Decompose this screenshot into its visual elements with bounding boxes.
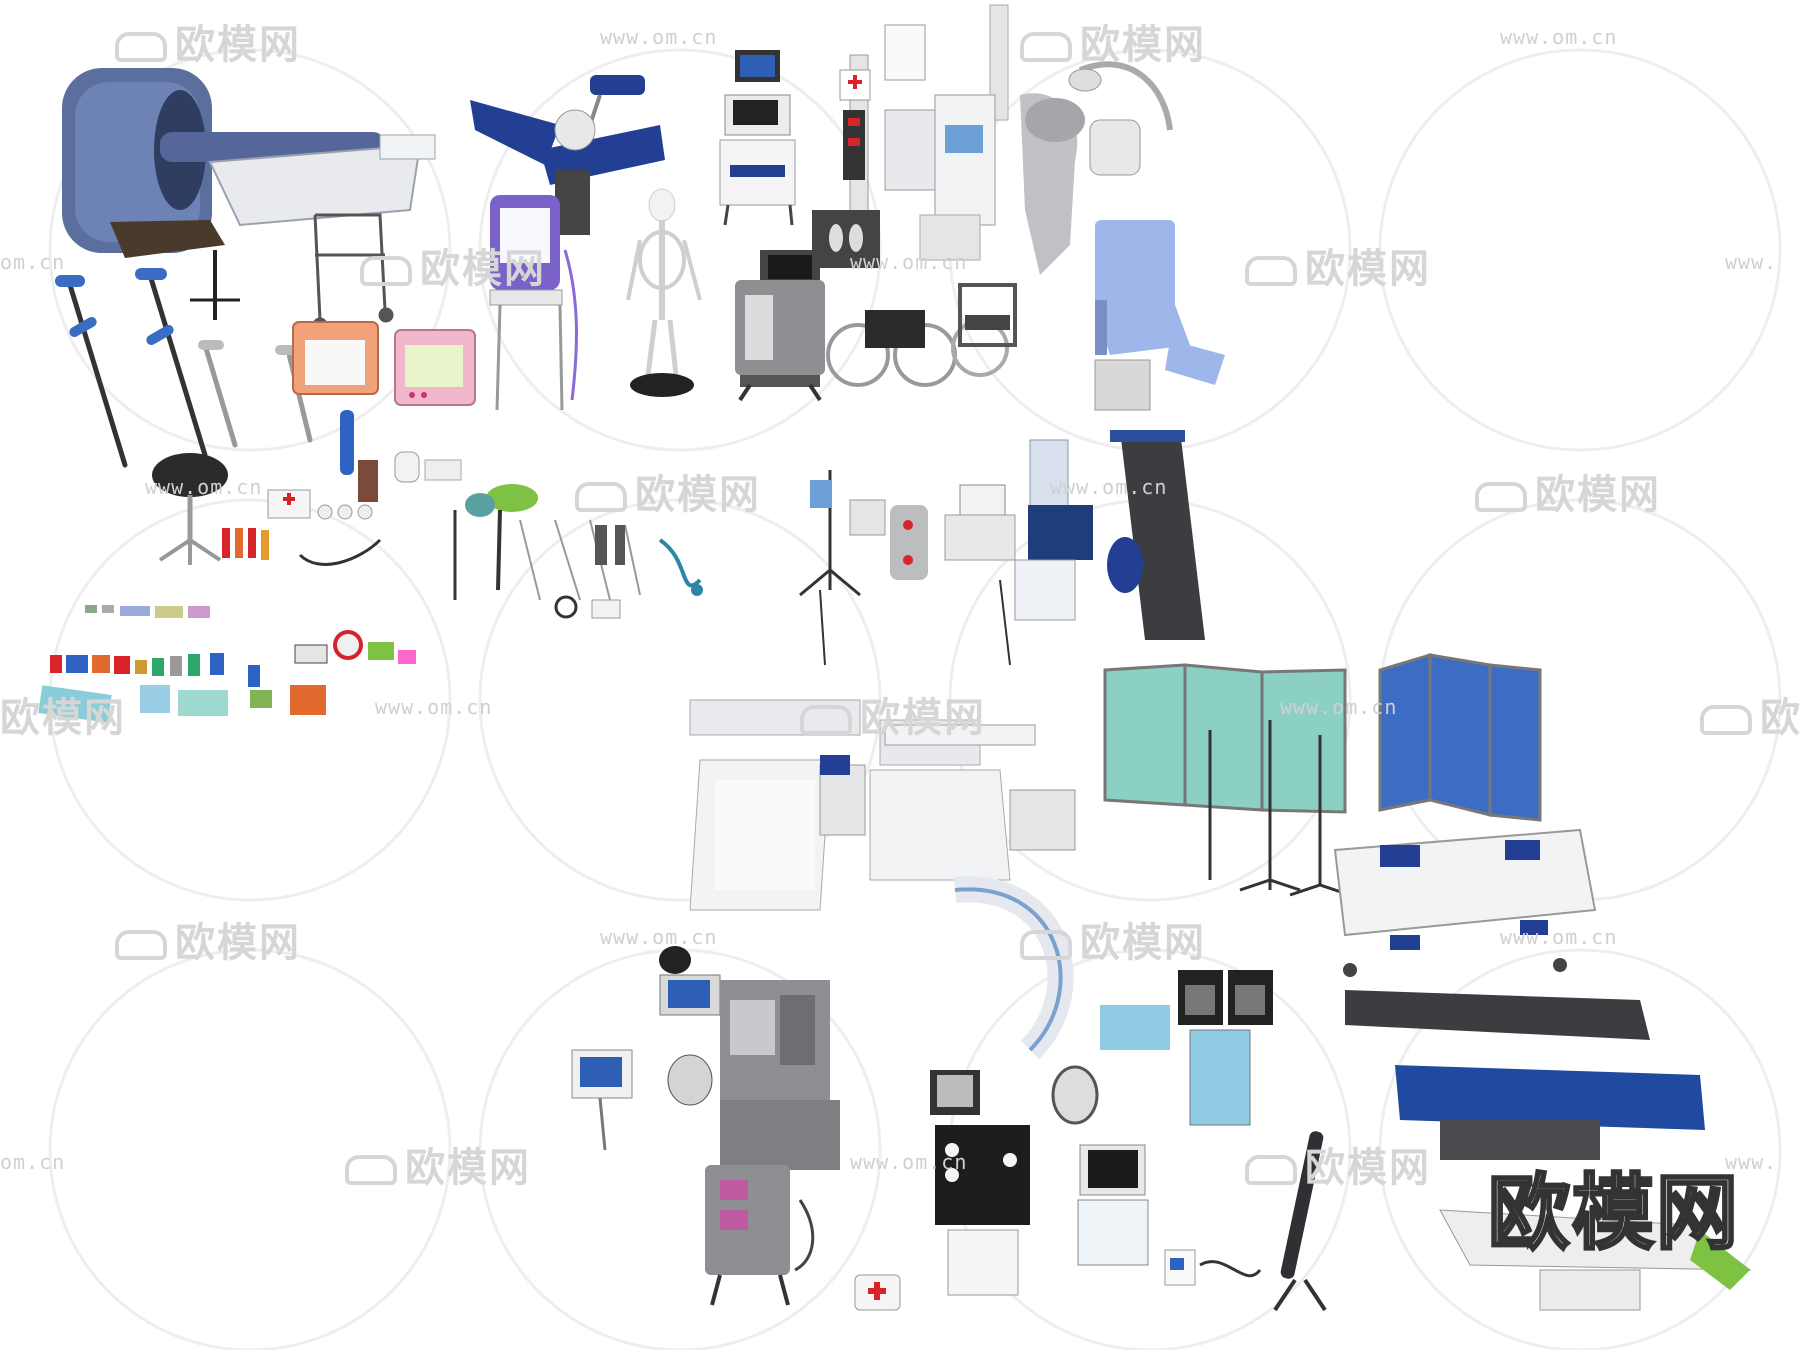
watermark-brand: 欧模网	[1020, 12, 1206, 70]
watermark-logo-icon	[575, 482, 627, 512]
watermark-logo-icon	[360, 256, 412, 286]
watermark-url: www.om.cn	[600, 25, 718, 49]
watermark-url: www.om.cn	[145, 475, 263, 499]
blue-treatment-chair	[1094, 220, 1225, 411]
watermark-url: www.om.cn	[850, 250, 968, 274]
skeleton-model	[626, 188, 702, 397]
watermark-url: www.om.cn	[375, 695, 493, 719]
ct-scanner	[62, 68, 436, 253]
watermark-logo-icon	[115, 930, 167, 960]
operating-table-green	[1439, 1209, 1752, 1311]
watermark-url-partial: www.	[1725, 1150, 1778, 1174]
patient-monitors	[292, 321, 476, 406]
watermark-url: www.om.cn	[1280, 695, 1398, 719]
watermark-brand: 欧模网	[1245, 236, 1431, 294]
watermark-url-partial: om.cn	[0, 250, 66, 274]
medical-supplies-small	[222, 410, 462, 566]
crutches	[55, 268, 313, 468]
watermark-logo-icon	[1245, 1155, 1297, 1185]
ultrasound-machine-black	[930, 1070, 1030, 1296]
portable-ecg-device	[1164, 1249, 1262, 1286]
watermark-logo-icon	[800, 705, 852, 735]
operating-table-blue	[1395, 1065, 1705, 1160]
hospital-bed-center	[869, 719, 1076, 881]
diagnostic-console	[884, 4, 1009, 261]
gray-device-pink-displays	[705, 1165, 815, 1306]
watermark-brand: 欧模网	[1020, 910, 1206, 968]
watermark-logo-icon	[1020, 32, 1072, 62]
watermark-url: www.om.cn	[850, 1150, 968, 1174]
watermark-brand: 欧模网	[800, 685, 986, 743]
watermark-logo-icon	[1245, 256, 1297, 286]
watermark-url: www.om.cn	[600, 925, 718, 949]
medicine-boxes	[38, 605, 416, 723]
purple-device-cart	[489, 195, 578, 411]
watermark-brand: 欧模网	[1700, 685, 1800, 743]
watermark-brand: 欧模网	[115, 12, 301, 70]
ventilator-stand	[1077, 1144, 1149, 1266]
watermark-url: www.om.cn	[1500, 25, 1618, 49]
watermark-logo-icon	[345, 1155, 397, 1185]
wheelchairs	[826, 283, 1017, 387]
round-stool	[152, 453, 228, 565]
wooden-side-table	[110, 220, 240, 320]
watermark-brand: 欧模网	[1245, 1135, 1431, 1193]
first-aid-kit	[854, 1274, 901, 1311]
dark-stretcher	[1107, 430, 1205, 640]
watermark-brand: 欧模网	[1475, 462, 1661, 520]
watermark-url: www.om.cn	[1500, 925, 1618, 949]
ultrasound-cart-gray	[735, 250, 825, 402]
watermark-brand: 欧模网	[360, 236, 546, 294]
watermark-brand: 欧模网	[0, 696, 126, 740]
monitor-cart	[719, 50, 796, 226]
resuscitation-bag-instruments	[453, 484, 703, 619]
watermark-brand: 欧模网	[575, 462, 761, 520]
mayo-stand	[1273, 1131, 1327, 1312]
operating-table-dark	[1345, 990, 1650, 1040]
small-monitor-stand	[571, 1049, 633, 1151]
watermark-url-partial: www.	[1725, 250, 1778, 274]
dental-chair	[1020, 61, 1173, 275]
watermark-brand: 欧模网	[115, 910, 301, 968]
watermark-logo-icon	[1475, 482, 1527, 512]
anesthesia-machine	[659, 946, 840, 1170]
watermark-logo-icon	[115, 32, 167, 62]
examination-chair-blue	[470, 75, 665, 235]
hospital-bed-right	[1333, 828, 1597, 977]
watermark-brand: 欧模网	[345, 1135, 531, 1193]
height-scale-eye-chart	[812, 24, 926, 268]
privacy-screen-teal	[1103, 663, 1347, 814]
iv-pole-equipment	[799, 439, 1093, 666]
corner-brand-logo: 欧模网	[1486, 1167, 1740, 1261]
watermark-url-partial: om.cn	[0, 1150, 66, 1174]
watermark-logo-icon	[1700, 705, 1752, 735]
privacy-screen-blue	[1378, 652, 1542, 822]
watermark-logo-icon	[1020, 930, 1072, 960]
c-arm-xray	[953, 876, 1170, 1125]
dual-xray-monitors	[1178, 970, 1273, 1126]
watermark-url: www.om.cn	[1050, 475, 1168, 499]
